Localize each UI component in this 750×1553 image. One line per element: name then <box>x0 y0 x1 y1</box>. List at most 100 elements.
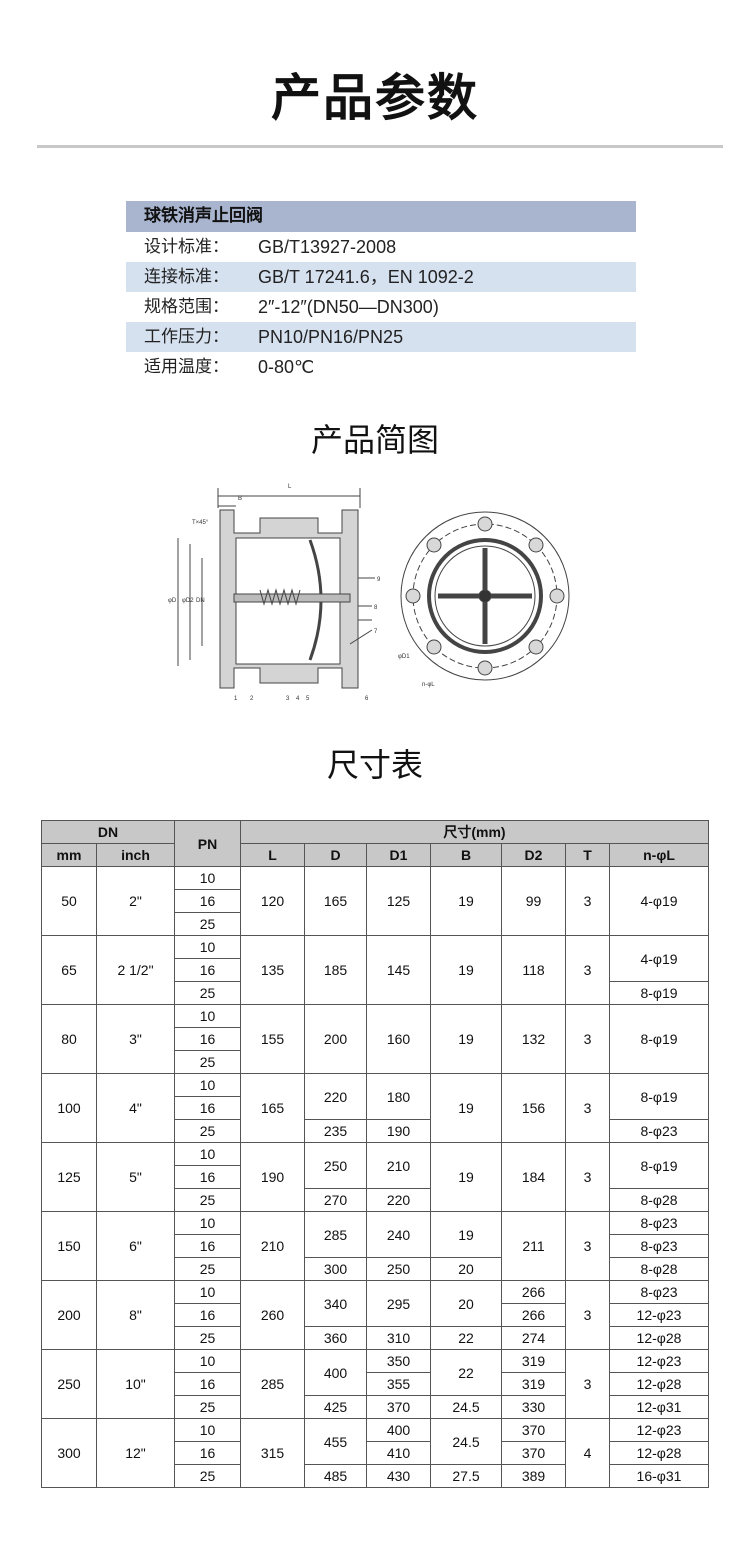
cell-nl: 12-φ31 <box>609 1395 709 1419</box>
cell-inch: 5" <box>96 1142 175 1212</box>
cell-nl: 8-φ19 <box>609 1142 709 1189</box>
header-inch: inch <box>96 843 175 867</box>
cell-inch: 3" <box>96 1004 175 1074</box>
cell-t: 3 <box>565 1073 610 1143</box>
cell-mm: 250 <box>41 1349 97 1419</box>
cell-inch: 8" <box>96 1280 175 1350</box>
cell-b: 19 <box>430 935 502 1005</box>
cell-d2: 184 <box>501 1142 566 1212</box>
cell-nl: 12-φ28 <box>609 1326 709 1350</box>
cell-pn: 10 <box>174 1418 241 1442</box>
cell-inch: 10" <box>96 1349 175 1419</box>
cell-mm: 150 <box>41 1211 97 1281</box>
cell-pn: 16 <box>174 958 241 982</box>
header-mm: mm <box>41 843 97 867</box>
cell-t: 3 <box>565 935 610 1005</box>
cell-d1: 410 <box>366 1441 431 1465</box>
cell-pn: 16 <box>174 1372 241 1396</box>
spec-label: 连接标准： <box>144 267 229 287</box>
cell-d: 235 <box>304 1119 367 1143</box>
cell-nl: 12-φ23 <box>609 1349 709 1373</box>
header-t: T <box>565 843 610 867</box>
cell-t: 4 <box>565 1418 610 1488</box>
cell-nl: 8-φ23 <box>609 1211 709 1235</box>
cell-inch: 6" <box>96 1211 175 1281</box>
cell-pn: 10 <box>174 1280 241 1304</box>
cell-d1: 430 <box>366 1464 431 1488</box>
label-d: φD <box>168 598 177 604</box>
cell-d1: 250 <box>366 1257 431 1281</box>
svg-text:2: 2 <box>250 696 254 702</box>
cell-d2: 370 <box>501 1418 566 1442</box>
cell-b: 19 <box>430 1073 502 1143</box>
spec-label: 设计标准： <box>144 237 229 257</box>
cell-d: 165 <box>304 866 367 936</box>
cell-pn: 25 <box>174 1395 241 1419</box>
label-b: B <box>238 496 242 502</box>
cell-pn: 10 <box>174 1073 241 1097</box>
cell-mm: 100 <box>41 1073 97 1143</box>
spec-value: GB/T 17241.6，EN 1092-2 <box>258 267 474 287</box>
header-dims: 尺寸(mm) <box>240 820 709 844</box>
cell-l: 190 <box>240 1142 305 1212</box>
svg-text:7: 7 <box>374 629 378 635</box>
cell-b: 22 <box>430 1326 502 1350</box>
cell-t: 3 <box>565 1211 610 1281</box>
cell-b: 24.5 <box>430 1395 502 1419</box>
cell-d: 185 <box>304 935 367 1005</box>
cell-pn: 25 <box>174 1119 241 1143</box>
flange-inner <box>427 538 543 654</box>
cell-nl: 12-φ28 <box>609 1372 709 1396</box>
cell-b: 27.5 <box>430 1464 502 1488</box>
cell-pn: 25 <box>174 1257 241 1281</box>
cell-d2: 266 <box>501 1280 566 1304</box>
cell-d: 300 <box>304 1257 367 1281</box>
cell-d2: 211 <box>501 1211 566 1281</box>
cell-l: 135 <box>240 935 305 1005</box>
cell-d2: 389 <box>501 1464 566 1488</box>
cell-d1: 160 <box>366 1004 431 1074</box>
cell-pn: 10 <box>174 1142 241 1166</box>
cell-mm: 300 <box>41 1418 97 1488</box>
label-d1: φD1 <box>398 654 410 660</box>
cell-pn: 16 <box>174 1303 241 1327</box>
cell-pn: 25 <box>174 912 241 936</box>
cell-mm: 80 <box>41 1004 97 1074</box>
cell-pn: 25 <box>174 1326 241 1350</box>
svg-text:3: 3 <box>286 696 290 702</box>
cell-mm: 200 <box>41 1280 97 1350</box>
cell-l: 120 <box>240 866 305 936</box>
cell-d1: 190 <box>366 1119 431 1143</box>
label-nl: n-φL <box>422 682 435 688</box>
spring-shaft <box>233 593 351 603</box>
cell-nl: 8-φ28 <box>609 1257 709 1281</box>
cell-d2: 118 <box>501 935 566 1005</box>
cell-pn: 10 <box>174 1004 241 1028</box>
cell-t: 3 <box>565 1004 610 1074</box>
cell-nl: 8-φ19 <box>609 981 709 1005</box>
header-d: D <box>304 843 367 867</box>
spec-row: 适用温度： 0-80℃ <box>126 352 636 382</box>
cell-d2: 319 <box>501 1372 566 1396</box>
cell-nl: 16-φ31 <box>609 1464 709 1488</box>
svg-text:5: 5 <box>306 696 310 702</box>
spec-label: 规格范围： <box>144 297 229 317</box>
cell-inch: 2 1/2" <box>96 935 175 1005</box>
cell-b: 19 <box>430 866 502 936</box>
cell-l: 260 <box>240 1280 305 1350</box>
cell-d: 200 <box>304 1004 367 1074</box>
spec-table: 球铁消声止回阀 设计标准： GB/T13927-2008 连接标准： GB/T … <box>126 201 636 382</box>
label-d2: φD2 <box>182 598 194 604</box>
cell-pn: 10 <box>174 1349 241 1373</box>
cell-pn: 16 <box>174 1096 241 1120</box>
cell-d: 270 <box>304 1188 367 1212</box>
cell-d2: 266 <box>501 1303 566 1327</box>
dimension-table: DN PN 尺寸(mm) mm inch L D D1 B D2 T n-φL … <box>41 820 709 1488</box>
